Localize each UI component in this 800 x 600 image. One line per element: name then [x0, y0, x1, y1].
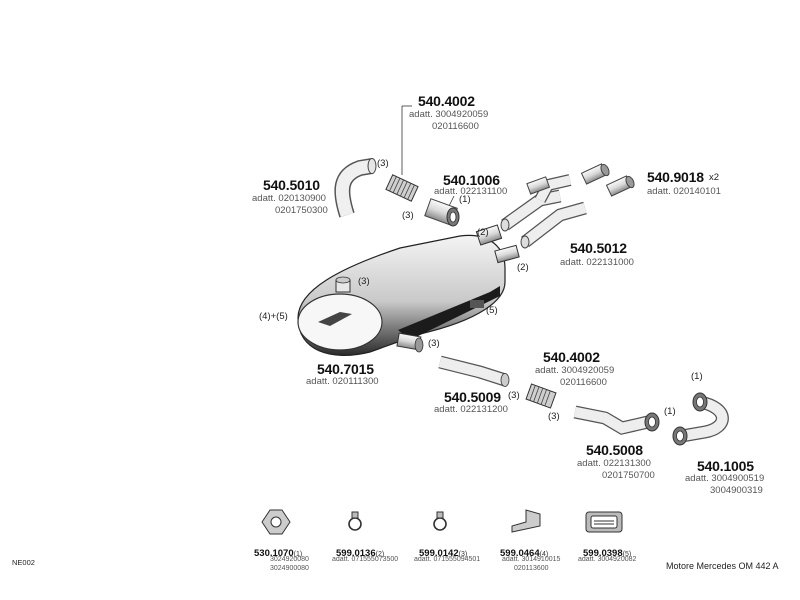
footer-part: 599.0136(2) [336, 544, 384, 561]
footer-part-number: 530.1070 [254, 548, 294, 559]
footer-part: 599.0398(5) [583, 544, 631, 561]
part-adatt: adatt. 022131000 [560, 257, 634, 268]
footer-part: 599.0142(3) [419, 544, 467, 561]
part-adatt: adatt. 3004920059 [409, 109, 489, 120]
callout: (1) [664, 406, 676, 417]
footer-part-qty: (5) [622, 551, 632, 558]
footer-part-qty: (3) [458, 551, 468, 558]
page-code: NE002 [12, 558, 35, 567]
footer-part-qty: (2) [375, 551, 385, 558]
part-number: 540.4002 [543, 349, 600, 365]
part-qty: x2 [709, 172, 720, 183]
part-number: 540.4002 [418, 93, 475, 109]
part-adatt: adatt. 3004900519 [685, 473, 765, 484]
pipe-540-1005 [672, 392, 729, 446]
part-number: 540.7015 [317, 361, 374, 377]
callout: (1) [459, 194, 471, 205]
flex-coupling-top [385, 174, 419, 202]
footer-part-number: 599.0398 [583, 548, 623, 559]
part-alt: 020116600 [560, 377, 607, 388]
flex-coupling-mid [525, 383, 557, 409]
silencer-540-7015 [297, 224, 520, 356]
callout: (1) [691, 371, 703, 382]
footer-part-ref: 3024920080 [270, 556, 309, 563]
part-adatt: adatt. 022131100 [434, 186, 508, 197]
part-number: 540.5010 [263, 177, 320, 193]
footer-part-ref: adatt. 3014910015 [502, 556, 561, 563]
footer-part-ref: adatt. 071555094501 [414, 556, 481, 563]
callout: (5) [486, 305, 498, 316]
engine-label: Motore Mercedes OM 442 A [666, 561, 779, 571]
part-alt: 3004900319 [710, 485, 763, 496]
part-number: 540.1005 [697, 458, 754, 474]
part-adatt: adatt. 020111300 [306, 376, 379, 387]
callout: (4)+(5) [259, 311, 288, 322]
callout: (3) [402, 210, 414, 221]
part-number: 540.5012 [570, 240, 627, 256]
pipe-540-5008 [573, 405, 660, 435]
footer-part: 530.1070(1) [254, 544, 302, 561]
footer-part-ref: 020113600 [514, 565, 549, 572]
footer-part-ref: adatt. 3004920082 [578, 556, 637, 563]
part-alt: 020116600 [432, 121, 479, 132]
hose-540-5010 [334, 158, 377, 218]
footer-part-number: 599.0464 [500, 548, 540, 559]
part-adatt: adatt. 022131200 [434, 404, 508, 415]
callout: (2) [477, 227, 489, 238]
part-adatt: adatt. 020140101 [647, 186, 721, 197]
y-pipe-540-5012 [500, 174, 587, 249]
part-number: 540.5008 [586, 442, 643, 458]
callout: (3) [508, 390, 520, 401]
footer-icons [261, 509, 623, 535]
part-adatt: adatt. 022131300 [577, 458, 651, 469]
part-alt: 0201750300 [275, 205, 328, 216]
part-number: 540.1006 [443, 172, 500, 188]
part-adatt: adatt. 3004920059 [535, 365, 615, 376]
part-number: 540.9018 [647, 169, 704, 185]
callout: (3) [428, 338, 440, 349]
part-adatt: adatt. 020130900 [252, 193, 326, 204]
callout: (2) [517, 262, 529, 273]
footer-part-ref: 3024900080 [270, 565, 309, 572]
footer-part-number: 599.0136 [336, 548, 376, 559]
callout: (3) [358, 276, 370, 287]
callout: (3) [548, 411, 560, 422]
footer-part: 599.0464(4) [500, 544, 548, 561]
callout: (3) [377, 158, 389, 169]
pipe-540-5009 [438, 355, 510, 387]
sleeves-540-9018 [580, 163, 635, 197]
footer-part-qty: (4) [539, 551, 549, 558]
sleeve-540-1006 [424, 198, 460, 227]
part-alt: 0201750700 [602, 470, 655, 481]
footer-part-qty: (1) [293, 551, 303, 558]
footer-part-number: 599.0142 [419, 548, 459, 559]
footer-part-ref: adatt. 071555073500 [332, 556, 399, 563]
part-number: 540.5009 [444, 389, 501, 405]
